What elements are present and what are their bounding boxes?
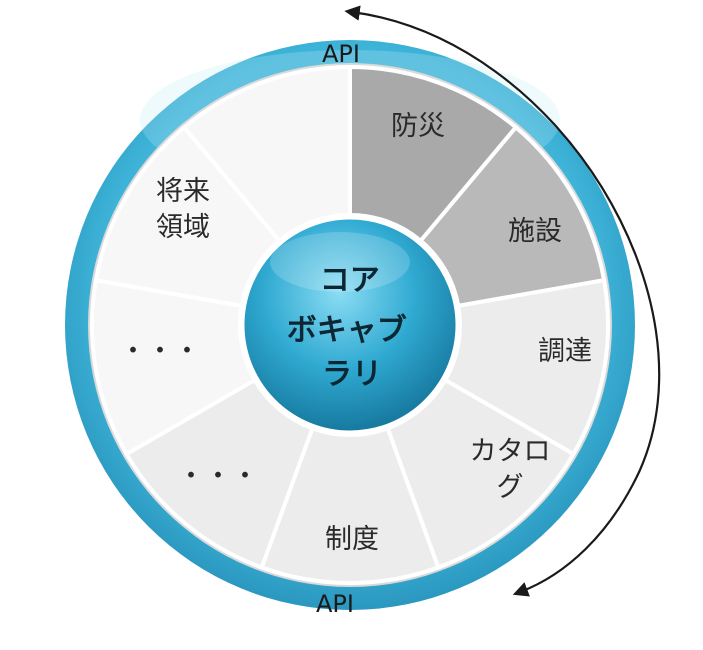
segment-label-bosai: 防災 bbox=[391, 111, 445, 142]
segment-dots1 bbox=[123, 377, 315, 571]
core-label-line-3: ラリ bbox=[322, 357, 382, 392]
segment-dots2 bbox=[90, 277, 258, 457]
segment-label-future: 将来領域 bbox=[156, 176, 210, 243]
segment-future bbox=[93, 124, 283, 309]
api-label-bottom: API bbox=[316, 590, 354, 618]
segment-label-catalog-line-2: グ bbox=[497, 472, 524, 503]
core-label-line-2: ボキャブ bbox=[287, 313, 407, 348]
api-label-top: API bbox=[322, 40, 360, 68]
rotation-arrow bbox=[344, 5, 661, 597]
segment-label-shisetsu: 施設 bbox=[508, 216, 562, 247]
segment-label-chotatsu-line-1: 調達 bbox=[538, 336, 592, 367]
segment-label-dots1-line-1: ・・・ bbox=[178, 461, 259, 492]
segment-label-bosai-line-1: 防災 bbox=[391, 111, 445, 142]
segment-label-future-line-1: 将来 bbox=[156, 176, 210, 207]
segment-label-dots2: ・・・ bbox=[120, 336, 201, 367]
segment-label-seido: 制度 bbox=[325, 524, 379, 555]
segment-label-dots1: ・・・ bbox=[178, 461, 259, 492]
segment-label-dots2-line-1: ・・・ bbox=[120, 336, 201, 367]
segment-blank bbox=[181, 64, 352, 244]
core-label-line-1: コア bbox=[320, 263, 380, 298]
segment-label-future-line-2: 領域 bbox=[156, 212, 210, 243]
segment-label-catalog-line-1: カタロ bbox=[470, 436, 551, 467]
segment-label-shisetsu-line-1: 施設 bbox=[508, 216, 562, 247]
segment-label-chotatsu: 調達 bbox=[538, 336, 592, 367]
segment-label-seido-line-1: 制度 bbox=[325, 524, 379, 555]
